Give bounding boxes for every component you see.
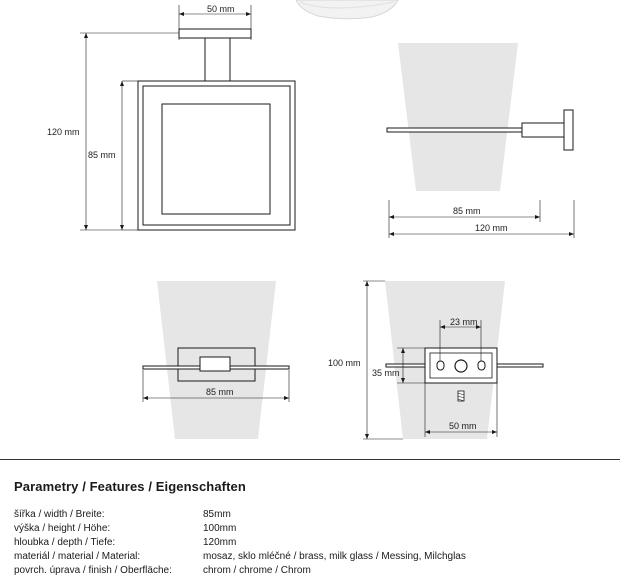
- product-photo-fragment: [295, 0, 399, 20]
- side-view: [386, 43, 575, 238]
- back-view: [363, 280, 544, 440]
- spec-label: výška / height / Höhe:: [14, 523, 111, 534]
- dim-side-depth-85: 85 mm: [453, 206, 481, 216]
- dim-back-plate-width: 50 mm: [449, 421, 477, 431]
- front-view: [80, 5, 296, 231]
- glass-tumbler-side: [398, 43, 518, 191]
- spec-label: povrch. úprava / finish / Oberfläche:: [14, 565, 172, 576]
- dim-back-height: 100 mm: [328, 358, 361, 368]
- dim-bottom-width: 85 mm: [206, 387, 234, 397]
- spec-value: 85mm: [203, 509, 231, 520]
- dim-front-height-body: 85 mm: [88, 150, 116, 160]
- center-screw-icon: [454, 359, 468, 373]
- spec-label: materiál / material / Material:: [14, 551, 141, 562]
- screw-slot-left-icon: [436, 360, 445, 371]
- dim-back-plate-height: 35 mm: [372, 368, 400, 378]
- screw-slot-right-icon: [477, 360, 486, 371]
- spec-value: 100mm: [203, 523, 237, 534]
- spec-label: šířka / width / Breite:: [14, 509, 105, 520]
- dim-side-depth-120: 120 mm: [475, 223, 508, 233]
- spec-value: chrom / chrome / Chrom: [203, 565, 311, 576]
- spec-label: hloubka / depth / Tiefe:: [14, 537, 116, 548]
- dim-front-top-width: 50 mm: [207, 4, 235, 14]
- bottom-view: [142, 281, 290, 439]
- specs-title: Parametry / Features / Eigenschaften: [14, 479, 246, 494]
- holder-arm-side: [386, 127, 523, 133]
- section-divider: [0, 459, 620, 460]
- wall-plate-side: [563, 109, 574, 151]
- spec-value: mosaz, sklo mléčné / brass, milk glass /…: [203, 551, 466, 562]
- spec-value: 120mm: [203, 537, 237, 548]
- dim-front-height-total: 120 mm: [47, 127, 80, 137]
- wall-screw-icon: [457, 390, 465, 402]
- dim-back-hole-spacing: 23 mm: [450, 317, 478, 327]
